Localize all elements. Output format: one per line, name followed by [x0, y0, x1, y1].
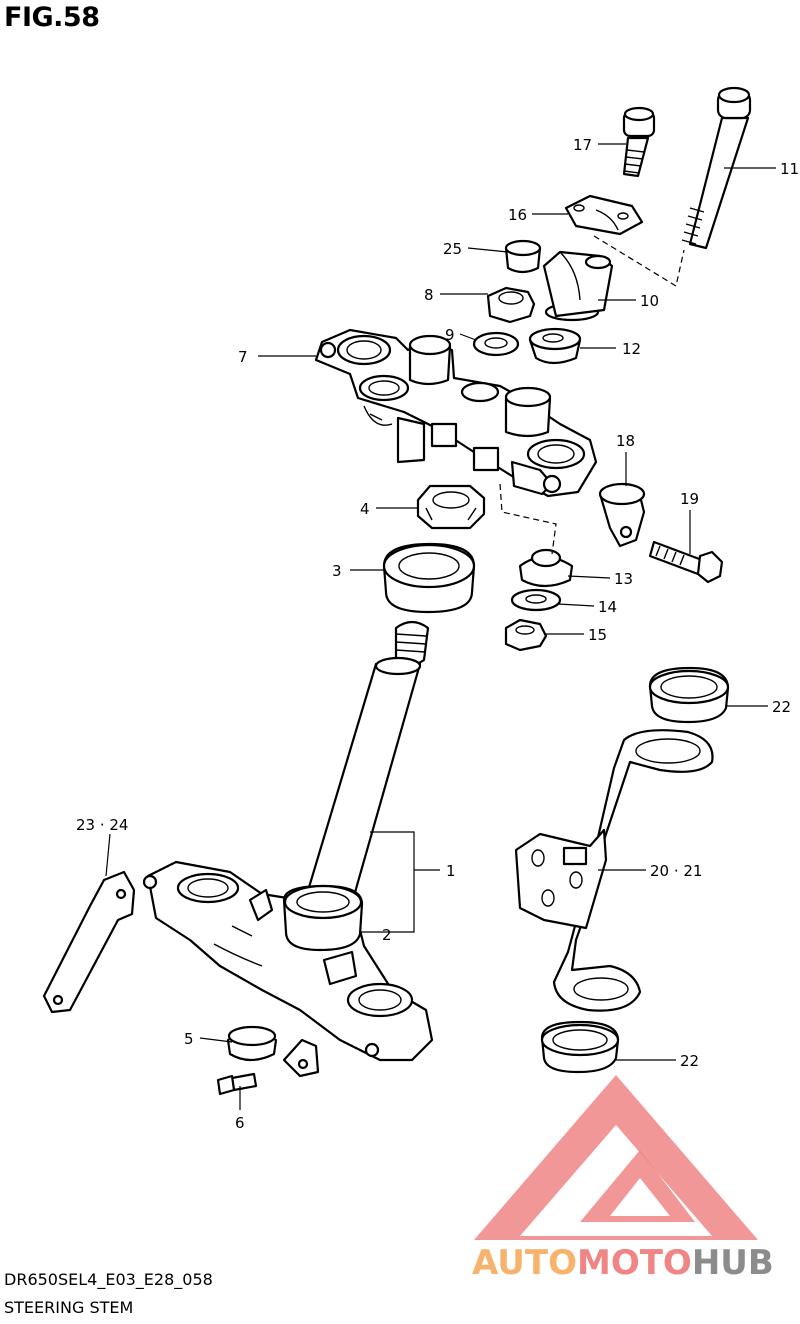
part-17-bolt: [622, 106, 656, 178]
part-6-screw: [216, 1072, 258, 1096]
callout-16: 16: [508, 206, 527, 224]
part-12-cushion: [528, 327, 582, 365]
model-code: DR650SEL4_E03_E28_058: [4, 1270, 213, 1289]
part-18-clamp: [598, 482, 646, 548]
callout-labels: 17 11 16 25 8 10 9 12 7 18 19 4 3 13 14 …: [76, 136, 799, 1132]
part-5-grommet: [226, 1025, 278, 1062]
callout-17: 17: [573, 136, 592, 154]
watermark-word-hub: HUB: [692, 1243, 774, 1283]
callout-20-21: 20 · 21: [650, 862, 702, 880]
callout-15: 15: [588, 626, 607, 644]
part-10-handlebar-holder-lower: [542, 250, 614, 322]
callout-22-lower: 22: [680, 1052, 699, 1070]
callout-12: 12: [622, 340, 641, 358]
part-23-24-bracket: [42, 870, 136, 1014]
callout-13: 13: [614, 570, 633, 588]
callout-9: 9: [445, 326, 455, 344]
callout-8: 8: [424, 286, 434, 304]
callout-18: 18: [616, 432, 635, 450]
part-7-upper-bracket: [314, 328, 598, 498]
svg-text:AUTOMOTOHUB: AUTOMOTOHUB: [472, 1243, 774, 1283]
callout-22-upper: 22: [772, 698, 791, 716]
figure-title: FIG.58: [4, 2, 100, 33]
watermark-triangle-inner-cutout: [610, 1178, 670, 1216]
watermark-word-auto: AUTO: [472, 1243, 577, 1283]
small-stay-bracket: [282, 1038, 320, 1078]
part-19-bolt: [648, 540, 724, 584]
part-4-steering-stem-nut: [416, 484, 486, 530]
part-11-bolt: [681, 86, 752, 250]
part-25-cap: [504, 239, 542, 274]
watermark-word-moto: MOTO: [577, 1243, 692, 1283]
callout-3: 3: [332, 562, 342, 580]
callout-23-24: 23 · 24: [76, 816, 128, 834]
callout-25: 25: [443, 240, 462, 258]
assembly-guide-lines: [499, 235, 685, 555]
section-name: STEERING STEM: [4, 1298, 134, 1317]
callout-10: 10: [640, 292, 659, 310]
part-1-steering-stem: [142, 620, 434, 1062]
callout-11: 11: [780, 160, 799, 178]
callout-14: 14: [598, 598, 617, 616]
callout-19: 19: [680, 490, 699, 508]
callout-5: 5: [184, 1030, 194, 1048]
part-20-21-headlight-bracket: [514, 729, 714, 1012]
leader-lines: [105, 143, 776, 1110]
callout-2: 2: [382, 926, 392, 944]
part-3-steering-bearing: [382, 542, 476, 614]
part-16-handlebar-holder-upper: [564, 194, 644, 236]
part-8-nut: [486, 286, 536, 324]
part-22-grommet-lower: [540, 1020, 620, 1074]
part-13-cushion: [518, 548, 574, 588]
callout-7: 7: [238, 348, 248, 366]
part-14-washer: [510, 588, 562, 612]
part-15-nut: [504, 618, 548, 652]
callout-4: 4: [360, 500, 370, 518]
callout-1: 1: [446, 862, 456, 880]
callout-6: 6: [235, 1114, 245, 1132]
part-22-grommet-upper: [648, 666, 730, 724]
part-9-washer: [472, 331, 520, 357]
watermark-logo: AUTOMOTOHUB: [472, 1075, 774, 1283]
